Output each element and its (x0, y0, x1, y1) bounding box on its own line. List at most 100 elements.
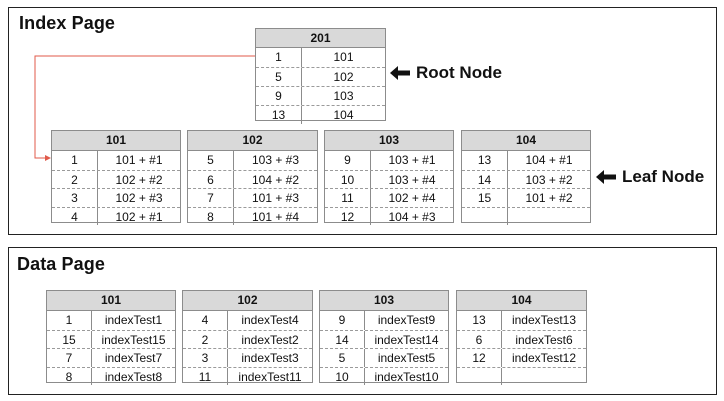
table-row: 6 indexTest6 (457, 329, 586, 348)
value-cell (501, 367, 586, 385)
leaf-node-header: 102 (188, 131, 317, 151)
value-cell: indexTest5 (364, 349, 448, 367)
value-cell: indexTest1 (91, 311, 175, 330)
index-page-title: Index Page (19, 13, 116, 33)
id-cell: 12 (472, 351, 486, 365)
table-row: 13 104 (256, 105, 385, 124)
value-cell: indexTest13 (501, 311, 586, 330)
root-node-callout: Root Node (390, 63, 502, 83)
root-node-label: Root Node (416, 63, 502, 82)
rowid-cell: 102 + #1 (97, 207, 180, 225)
value-cell: indexTest9 (364, 311, 448, 330)
rowid-cell: 104 + #3 (370, 207, 453, 225)
id-cell: 14 (335, 332, 349, 347)
rowid-cell: 103 + #4 (370, 170, 453, 188)
pointer-cell: 101 (301, 48, 385, 67)
table-row: 12 104 + #3 (325, 206, 453, 225)
id-cell: 6 (475, 332, 483, 347)
table-row: 12 indexTest12 (457, 348, 586, 367)
table-row: 3 102 + #3 (52, 188, 180, 207)
table-row: 14 103 + #2 (462, 169, 590, 188)
value-cell: indexTest11 (227, 367, 312, 385)
data-page-header: 101 (47, 291, 175, 311)
rowid-cell: 101 + #4 (233, 207, 317, 225)
key-cell: 12 (340, 209, 355, 224)
rowid-cell: 103 + #2 (507, 170, 590, 188)
key-cell: 5 (207, 153, 214, 167)
table-row (462, 206, 590, 225)
key-cell: 11 (341, 191, 354, 205)
table-row: 10 103 + #4 (325, 169, 453, 188)
table-row: 11 102 + #4 (325, 188, 453, 207)
rowid-cell: 102 + #3 (97, 189, 180, 207)
key-cell: 14 (477, 172, 492, 187)
id-cell: 15 (62, 332, 76, 347)
data-page-title: Data Page (17, 254, 105, 274)
key-cell: 3 (71, 191, 78, 205)
data-page-header: 102 (183, 291, 312, 311)
value-cell: indexTest3 (227, 349, 312, 367)
key-cell: 5 (275, 70, 282, 84)
table-row (457, 366, 586, 386)
table-row: 4 102 + #1 (52, 206, 180, 225)
leaf-node-header: 104 (462, 131, 590, 151)
rowid-cell: 104 + #1 (507, 151, 590, 170)
data-page-header: 103 (320, 291, 448, 311)
left-arrow-icon (390, 66, 410, 80)
id-cell: 2 (201, 332, 209, 347)
id-cell (457, 368, 501, 386)
id-cell: 7 (65, 351, 73, 365)
pointer-cell: 104 (301, 106, 385, 124)
key-cell: 10 (340, 172, 355, 187)
left-arrow-icon (596, 170, 616, 184)
rowid-cell: 101 + #1 (97, 151, 180, 170)
value-cell: indexTest6 (501, 330, 586, 348)
rowid-cell: 104 + #2 (233, 170, 317, 188)
value-cell: indexTest14 (364, 330, 448, 348)
key-cell: 7 (207, 191, 214, 205)
pointer-cell: 102 (301, 68, 385, 86)
key-cell: 1 (71, 153, 78, 167)
table-row: 10 indexTest10 (320, 366, 448, 385)
value-cell: indexTest8 (91, 367, 175, 385)
key-cell: 2 (71, 172, 78, 187)
rowid-cell: 102 + #4 (370, 189, 453, 207)
key-cell: 13 (271, 108, 286, 122)
key-cell: 13 (477, 153, 492, 167)
key-cell: 4 (71, 209, 78, 224)
value-cell: indexTest12 (501, 349, 586, 367)
root-node-header: 201 (256, 29, 385, 48)
id-cell: 10 (335, 369, 349, 384)
table-row: 5 102 (256, 67, 385, 86)
value-cell: indexTest4 (227, 311, 312, 330)
value-cell: indexTest10 (364, 367, 448, 385)
leaf-node-header: 101 (52, 131, 180, 151)
key-cell: 15 (477, 191, 492, 205)
